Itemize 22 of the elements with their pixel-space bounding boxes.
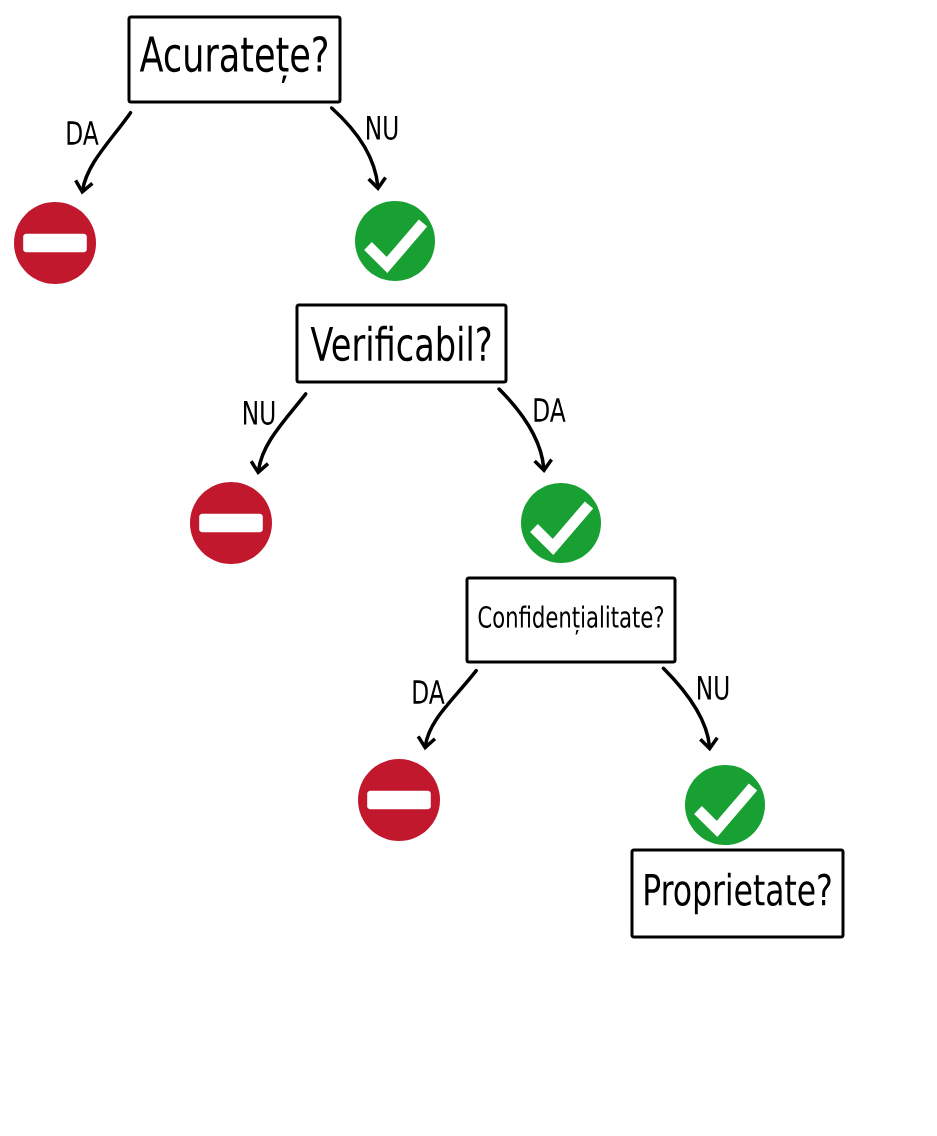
- question-box: Verificabil?: [295, 303, 508, 384]
- stop-sign-icon: [190, 482, 272, 564]
- stop-sign-icon: [358, 759, 440, 841]
- stop-sign-icon: [14, 202, 96, 284]
- curved-arrow: [416, 668, 478, 751]
- edge-label: NU: [694, 675, 732, 701]
- curved-arrow: [329, 106, 387, 191]
- check-mark-icon: [685, 765, 765, 845]
- curved-arrow: [661, 666, 719, 752]
- edge-label: DA: [64, 120, 100, 146]
- curved-arrow: [497, 387, 553, 473]
- edge-label: DA: [410, 679, 446, 705]
- check-mark-icon: [355, 201, 435, 281]
- curved-arrow: [249, 392, 308, 475]
- question-box: Confidențialitate?: [465, 576, 677, 664]
- curved-arrow: [74, 110, 133, 195]
- check-mark-icon: [521, 483, 601, 563]
- edge-label: DA: [531, 397, 567, 423]
- question-box: Acuratețe?: [127, 15, 342, 104]
- edge-label: NU: [363, 115, 401, 141]
- question-box: Proprietate?: [630, 848, 845, 939]
- edge-label: NU: [240, 400, 278, 426]
